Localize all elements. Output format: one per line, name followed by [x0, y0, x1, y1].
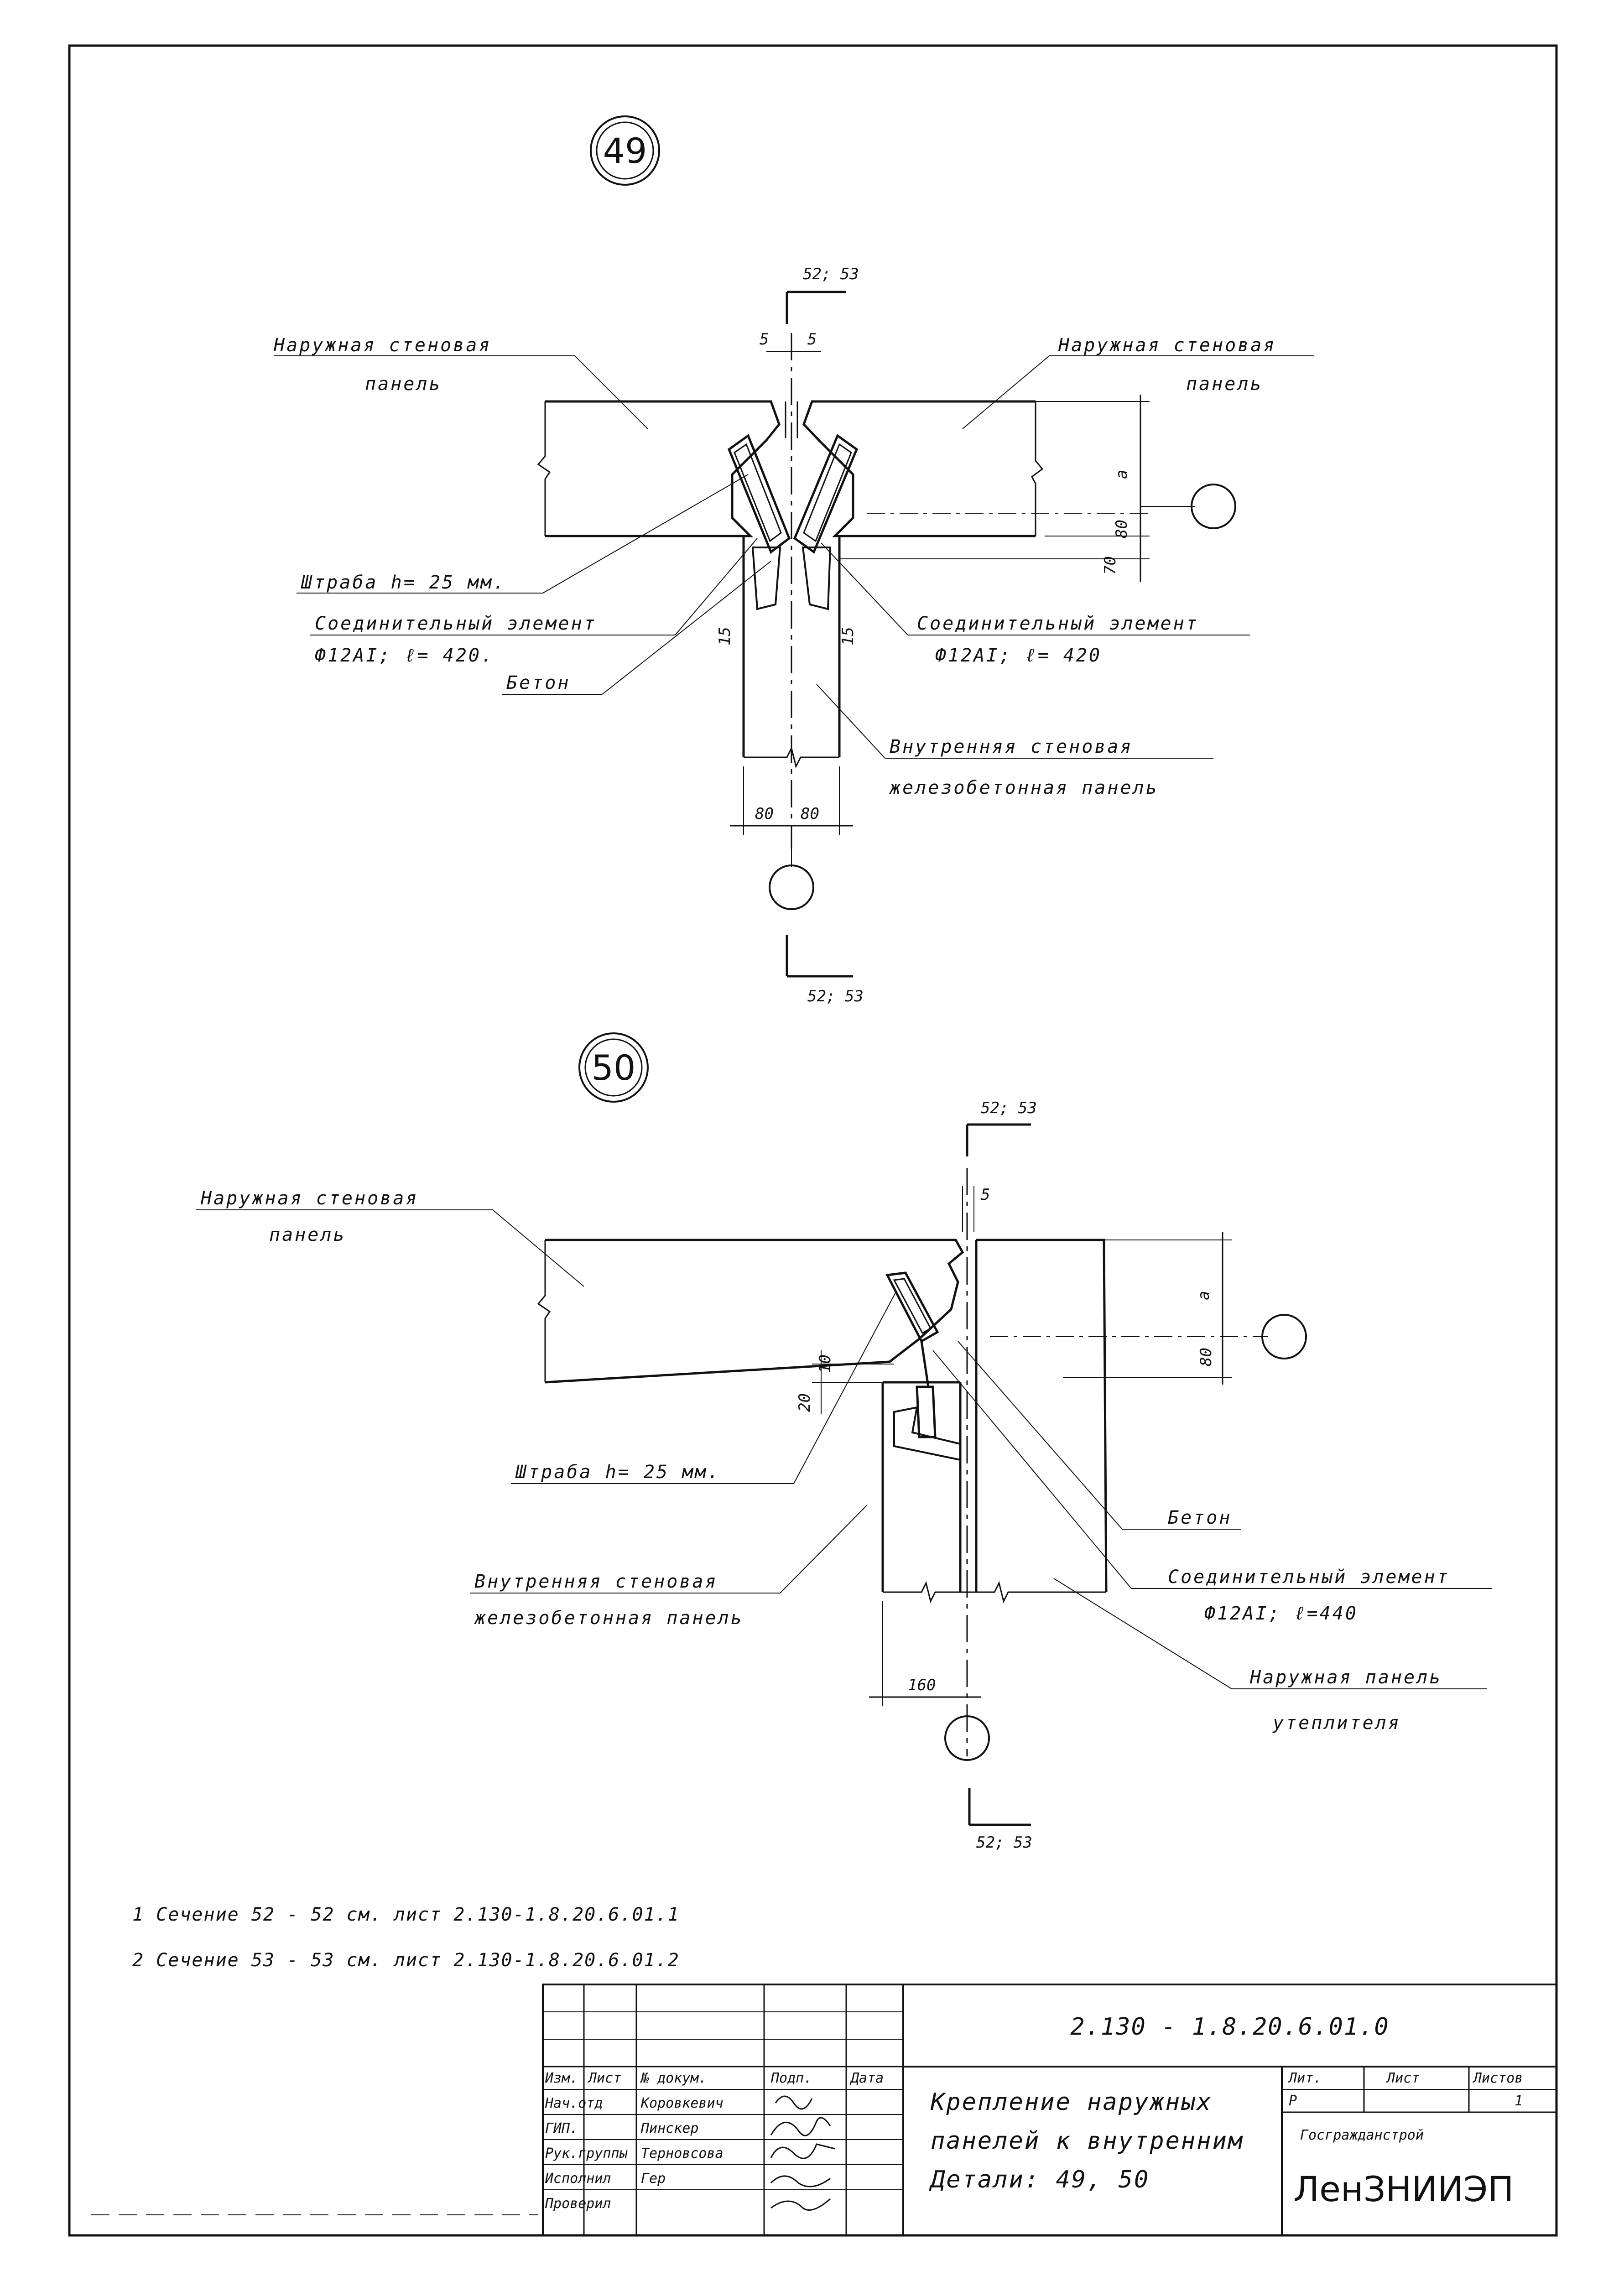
section-cut-top-50: 52; 53	[966, 1099, 1037, 1156]
label-outer-left-49-line1: Наружная стеновая	[273, 335, 491, 356]
label-inner-49-line1: Внутренняя стеновая	[890, 736, 1133, 757]
dim-15-left-49: 15	[716, 627, 734, 646]
section-cut-top-49-label: 52; 53	[803, 265, 859, 283]
connector-loop-50	[885, 1271, 939, 1438]
label-concrete-49: Бетон	[506, 672, 570, 693]
connector-loop-right-49	[793, 434, 859, 554]
tb-header-sign: Подп.	[770, 2070, 812, 2086]
label-insulation-50-line2: утеплителя	[1272, 1713, 1401, 1734]
section-cut-top-50-label: 52; 53	[981, 1099, 1037, 1117]
inner-panel-50	[881, 1381, 962, 1592]
label-connector-50-line1: Соединительный элемент	[1168, 1567, 1450, 1588]
tb-header-list: Лист	[587, 2070, 621, 2086]
section-cut-bottom-50-label: 52; 53	[976, 1833, 1032, 1852]
dim-bottom-49-a: 80	[755, 805, 774, 823]
dim-20-50: 20	[796, 1393, 814, 1412]
outer-panel-left-49	[545, 400, 781, 537]
detail-50-number: 50	[592, 1047, 636, 1088]
axis-bubble-bottom-50	[944, 1715, 990, 1761]
label-groove-50: Штраба h= 25 мм.	[515, 1462, 720, 1483]
tb-header-date: Дата	[849, 2070, 884, 2086]
signature-3	[770, 2143, 835, 2159]
gap-dim-49-b: 5	[807, 330, 817, 349]
signature-5	[770, 2198, 831, 2211]
tb-name-3: Терновсова	[641, 2146, 724, 2161]
tb-role-4: Исполнил	[545, 2171, 611, 2187]
signature-4	[770, 2175, 831, 2187]
detail-49-number-circle	[590, 115, 660, 186]
note-2: 2 Сечение 53 - 53 см. лист 2.130-1.8.20.…	[132, 1950, 680, 1971]
tb-role-3: Рук.группы	[545, 2146, 628, 2161]
tb-stage-header: Лит.	[1287, 2070, 1322, 2086]
tb-sheets-header: Листов	[1472, 2070, 1523, 2086]
label-concrete-50: Бетон	[1168, 1507, 1232, 1528]
axis-bubble-right-50	[1261, 1314, 1307, 1359]
dim-bottom-50: 160	[908, 1676, 936, 1694]
outer-panel-50	[545, 1239, 964, 1384]
detail-49: 49 52; 53 5 5	[273, 115, 1314, 1005]
outer-panel-right-49	[802, 400, 1036, 537]
label-inner-50-line1: Внутренняя стеновая	[474, 1571, 718, 1592]
signature-1	[775, 2095, 813, 2110]
gap-dim-50: 5	[981, 1186, 990, 1204]
axis-bubble-right-49	[1191, 484, 1236, 529]
tb-role-2: ГИП.	[545, 2120, 578, 2136]
label-outer-50-line2: панель	[269, 1224, 346, 1245]
label-outer-right-49-line2: панель	[1186, 374, 1263, 395]
tb-title-line2: панелей к внутренним	[931, 2127, 1244, 2155]
label-outer-left-49-line2: панель	[365, 374, 442, 395]
dim-80-50: 80	[1197, 1348, 1215, 1366]
label-connector-left-49-line1: Соединительный элемент	[315, 613, 597, 634]
detail-50-number-circle	[578, 1032, 649, 1103]
tb-stage-value: Р	[1289, 2093, 1297, 2109]
tb-role-1: Нач.отд	[545, 2095, 603, 2111]
tb-name-2: Пинскер	[640, 2120, 698, 2136]
insulation-panel-50	[976, 1239, 1108, 1593]
label-connector-left-49-line2: Ф12АI; ℓ= 420.	[315, 645, 494, 666]
label-insulation-50-line1: Наружная панель	[1249, 1667, 1442, 1688]
tb-header-izm: Изм.	[545, 2070, 578, 2086]
tb-org-top: Госгражданстрой	[1300, 2127, 1424, 2143]
section-cut-bottom-49: 52; 53	[786, 935, 864, 1005]
dim-a-50: a	[1195, 1291, 1213, 1300]
dim-a-49: a	[1113, 470, 1131, 479]
dim-bottom-49-b: 80	[801, 805, 819, 823]
tb-org-name: ЛенЗНИИЭП	[1293, 2169, 1514, 2209]
tb-header-doc: № докум.	[640, 2070, 707, 2086]
tb-sheets-value: 1	[1515, 2093, 1523, 2109]
tb-doc-code: 2.130 - 1.8.20.6.01.0	[1070, 2013, 1389, 2041]
connector-loop-left-49	[727, 434, 791, 554]
inner-panel-49	[742, 536, 841, 757]
section-cut-bottom-49-label: 52; 53	[807, 987, 864, 1005]
label-outer-50-line1: Наружная стеновая	[200, 1188, 418, 1209]
dim-15-right-49: 15	[839, 627, 857, 646]
label-outer-right-49-line1: Наружная стеновая	[1058, 335, 1276, 356]
signature-2	[770, 2117, 831, 2136]
label-groove-49: Штраба h= 25 мм.	[301, 572, 506, 593]
dim-70-49: 70	[1101, 556, 1119, 575]
note-1: 1 Сечение 52 - 52 см. лист 2.130-1.8.20.…	[132, 1904, 680, 1925]
tb-name-1: Коровкевич	[640, 2095, 724, 2111]
tb-name-4: Гер	[641, 2171, 666, 2187]
tb-title-line1: Крепление наружных	[930, 2088, 1213, 2116]
dim-80-49: 80	[1113, 520, 1131, 538]
dim-10-50: 10	[816, 1354, 834, 1373]
tb-title-line3: Детали: 49, 50	[929, 2166, 1150, 2193]
label-inner-49-line2: железобетонная панель	[889, 777, 1159, 798]
label-connector-50-line2: Ф12АI; ℓ=440	[1204, 1603, 1358, 1624]
detail-50: 50 52; 53 5 a	[196, 1032, 1492, 1852]
label-connector-right-49-line2: Ф12АI; ℓ= 420	[935, 645, 1102, 666]
tb-role-5: Проверил	[545, 2196, 611, 2212]
detail-49-number: 49	[603, 130, 647, 171]
label-inner-50-line2: железобетонная панель	[474, 1608, 744, 1629]
title-block: Изм. Лист № докум. Подп. Дата Нач.отд Ко…	[542, 1984, 1557, 2236]
section-cut-bottom-50: 52; 53	[968, 1788, 1032, 1852]
gap-dim-49-a: 5	[760, 330, 769, 349]
axis-bubble-bottom-49	[769, 864, 814, 910]
label-connector-right-49-line1: Соединительный элемент	[917, 613, 1199, 634]
tb-sheet-header: Лист	[1385, 2070, 1420, 2086]
section-cut-top-49: 52; 53	[786, 265, 859, 324]
